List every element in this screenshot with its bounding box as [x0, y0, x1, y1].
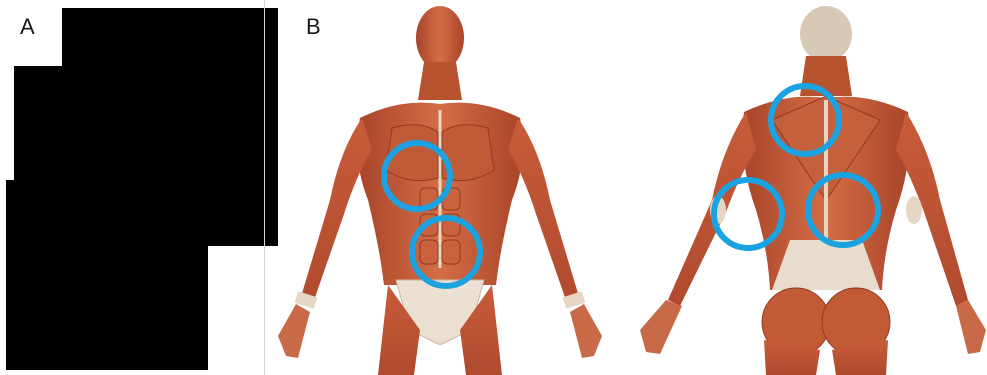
- front-neck: [418, 62, 462, 100]
- front-head: [416, 6, 464, 70]
- front-figure: [278, 6, 602, 375]
- back-head: [800, 6, 852, 62]
- back-figure: [640, 6, 986, 375]
- back-right-elbow: [906, 196, 922, 224]
- front-right-hand: [570, 304, 602, 358]
- panel-b-label: B: [306, 14, 321, 40]
- panel-a-label: A: [20, 14, 35, 40]
- front-right-arm: [508, 118, 580, 306]
- anatomy-illustration: [265, 0, 987, 375]
- back-right-hand: [956, 300, 986, 354]
- redaction-block-3: [6, 180, 208, 370]
- back-lumbar-fascia: [772, 240, 880, 290]
- front-left-hand: [278, 304, 310, 358]
- redaction-block-2: [14, 66, 78, 186]
- back-left-hand: [640, 300, 682, 354]
- front-left-arm: [300, 118, 372, 306]
